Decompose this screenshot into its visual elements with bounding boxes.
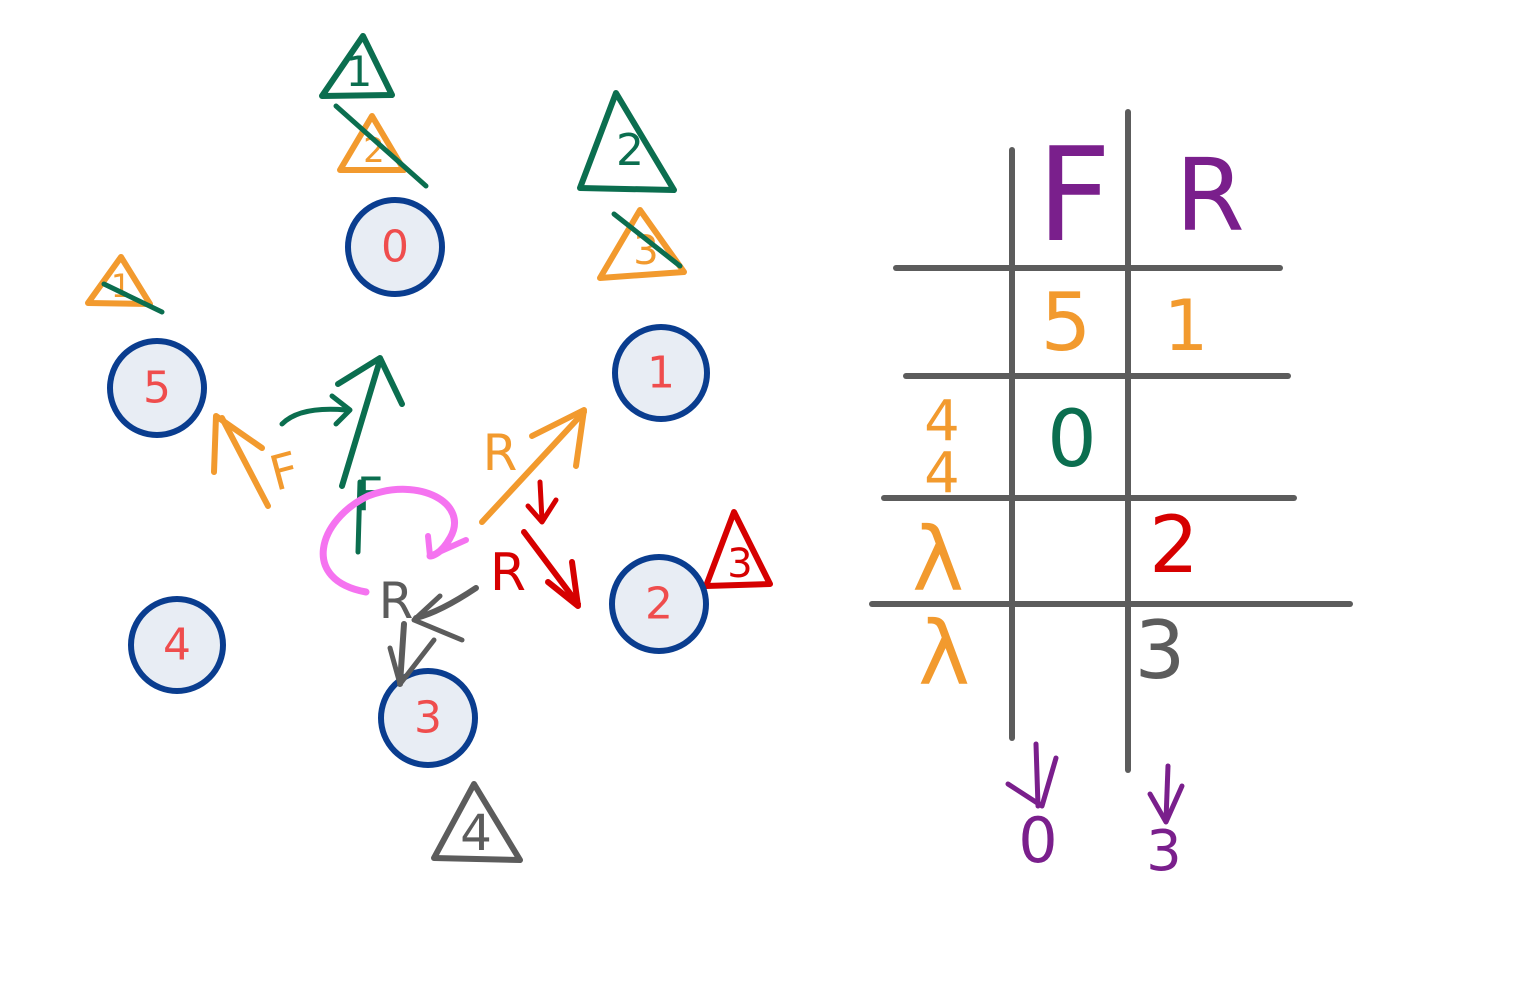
orange-f-label: F [264, 441, 305, 502]
magenta-loop-arrow [319, 485, 469, 596]
node-0-label: 0 [381, 222, 409, 273]
triangle-green-2-label: 2 [616, 125, 644, 176]
green-forward-arrow: F [279, 355, 405, 555]
table-row2-side-old: 4 [924, 389, 960, 454]
table-grid [869, 109, 1353, 773]
triangle-orange-3-crossed: 3 [597, 207, 687, 281]
result-f-value: 0 [1018, 804, 1057, 877]
table-row3-r: 2 [1149, 501, 1199, 591]
orange-forward-arrow: F [211, 413, 305, 509]
node-5-label: 5 [143, 363, 171, 414]
table-row2-f: 0 [1047, 395, 1097, 485]
cross-out-stroke [333, 103, 429, 189]
table-row1-r: 1 [1164, 285, 1209, 367]
node-3-label: 3 [414, 693, 442, 744]
triangle-green-1: 1 [319, 33, 395, 99]
result-f-arrow [1005, 741, 1059, 809]
node-5: 5 [107, 338, 207, 438]
node-2: 2 [609, 554, 709, 654]
result-r-arrow [1147, 763, 1185, 825]
gray-r-label: R [379, 572, 414, 630]
node-0: 0 [345, 197, 445, 297]
node-3: 3 [378, 668, 478, 768]
red-r-label: R [490, 543, 526, 603]
gray-reverse-arrow: R [379, 572, 479, 687]
cross-out-stroke [101, 281, 165, 315]
triangle-orange-2-crossed: 2 [333, 103, 429, 189]
orange-r-label: R [483, 424, 518, 482]
triangle-gray-4-label: 4 [460, 804, 492, 862]
red-reverse-arrow: R [490, 479, 581, 609]
table-row1-f: 5 [1041, 276, 1092, 369]
triangle-red-3: 3 [703, 509, 773, 589]
node-4: 4 [128, 596, 226, 694]
table-header-r: R [1175, 137, 1244, 254]
triangle-orange-2-label: 2 [363, 131, 385, 171]
node-4-label: 4 [163, 620, 191, 671]
triangle-green-2: 2 [577, 90, 677, 193]
table-row3-side: λ [912, 508, 964, 611]
triangle-orange-1-crossed: 1 [85, 254, 165, 315]
table-header-f: F [1037, 119, 1112, 271]
table-row4-r: 3 [1135, 604, 1186, 697]
result-r-value: 3 [1146, 819, 1182, 884]
table-row2-side: 4 [924, 441, 960, 506]
node-1: 1 [612, 324, 710, 422]
node-1-label: 1 [647, 348, 675, 399]
node-2-label: 2 [645, 579, 673, 630]
triangle-gray-4: 4 [431, 781, 523, 863]
triangle-green-1-label: 1 [346, 47, 373, 96]
triangle-red-3-label: 3 [727, 541, 752, 587]
cross-out-stroke [611, 211, 683, 269]
orange-reverse-arrow: R [479, 407, 587, 525]
table-row4-side: λ [918, 602, 970, 705]
